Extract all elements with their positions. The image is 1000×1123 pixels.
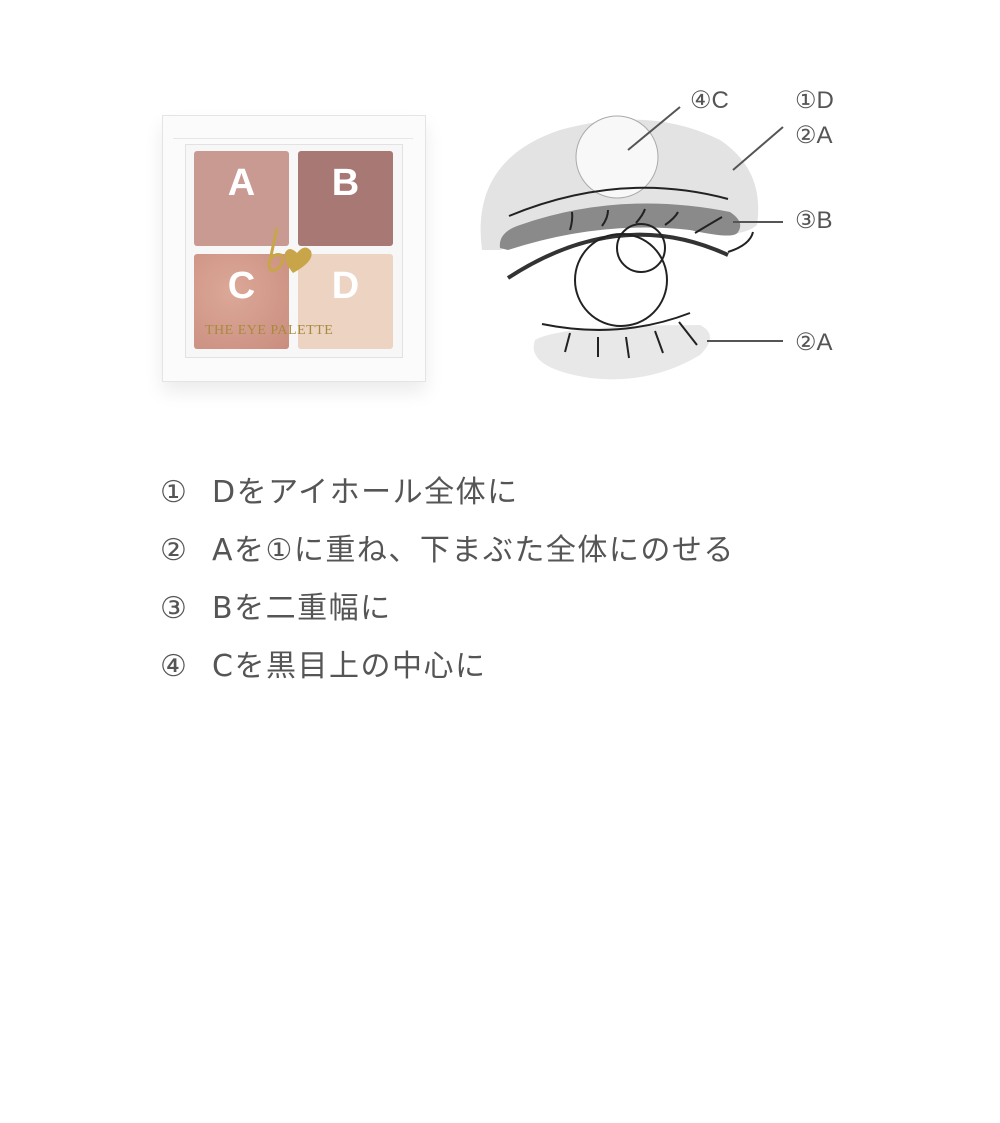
label-a-top: ②A (795, 122, 833, 149)
step-3: ③ Bを二重幅に (160, 588, 735, 646)
label-a-bottom: ②A (795, 329, 833, 356)
pan-label: C (227, 265, 256, 307)
center-spot (575, 115, 659, 199)
crease-line (508, 186, 729, 217)
step-number: ③ (160, 591, 189, 626)
lower-lashes (564, 321, 698, 359)
step-text: Dをアイホール全体に (212, 475, 519, 510)
lower-lash-line (541, 312, 691, 331)
step-text: Aを①に重ね、下まぶた全体にのせる (212, 533, 735, 568)
step-1: ① Dをアイホール全体に (160, 472, 735, 530)
step-text: Cを黒目上の中心に (212, 649, 487, 684)
label-c: ④C (690, 87, 729, 114)
pan-a: A (194, 151, 289, 246)
step-number: ② (160, 533, 189, 568)
lower-lid-area (533, 325, 710, 380)
upper-lashes (569, 208, 723, 234)
palette-lid (173, 122, 413, 139)
eye-palette-image: A B C D THE EYE PALETTE (162, 115, 426, 382)
pan-label: D (331, 265, 360, 307)
step-4: ④ Cを黒目上の中心に (160, 646, 735, 704)
step-text: Bを二重幅に (212, 591, 392, 626)
pan-label: A (227, 162, 256, 204)
instruction-list: ① Dをアイホール全体に ② Aを①に重ね、下まぶた全体にのせる ③ Bを二重幅に ④… (160, 472, 735, 704)
lash-line (506, 232, 729, 280)
step-number: ④ (160, 649, 189, 684)
label-b: ③B (795, 207, 833, 234)
double-lid-band (499, 203, 741, 250)
eye-diagram (480, 106, 784, 380)
step-2: ② Aを①に重ね、下まぶた全体にのせる (160, 530, 735, 588)
leader-lines (627, 106, 784, 342)
brand-logo-icon (267, 227, 312, 273)
outer-lash (727, 231, 754, 253)
pan-d: D (298, 254, 393, 349)
pan-label: B (331, 162, 360, 204)
label-d: ①D (795, 87, 834, 114)
iris (574, 233, 668, 327)
pupil (616, 223, 666, 273)
brand-text: THE EYE PALETTE (205, 323, 334, 338)
step-number: ① (160, 475, 189, 510)
pan-b: B (298, 151, 393, 246)
